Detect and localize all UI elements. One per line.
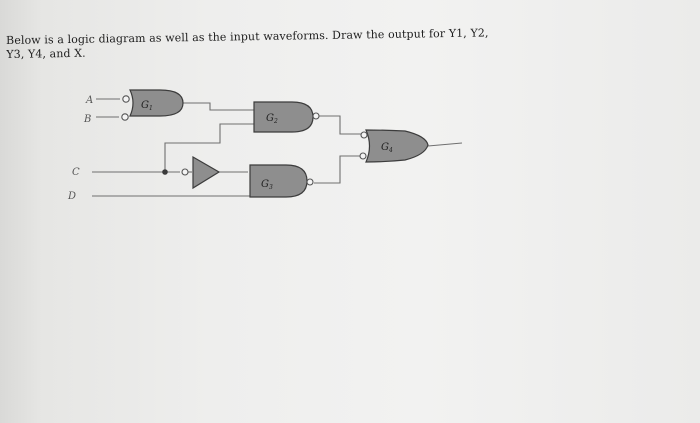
- g1-input-bubble-a: [122, 95, 130, 103]
- buffer-gate: [192, 155, 221, 190]
- wire-g4-output: [427, 142, 463, 147]
- input-label-d: D: [67, 191, 76, 202]
- gate-label-g4: G4: [381, 142, 393, 154]
- input-label-b: B: [83, 114, 91, 125]
- g4-input-bubble-bottom: [359, 152, 367, 160]
- gate-label-g2: G2: [266, 113, 278, 125]
- g1-input-bubble-b: [121, 113, 129, 121]
- gate-g4: [365, 129, 429, 163]
- wire-c-branch: [164, 123, 254, 172]
- buffer-input-bubble: [181, 168, 189, 176]
- g4-input-bubble-top: [360, 131, 368, 139]
- wire-g3-to-g4: [314, 155, 362, 184]
- gate-label-g1: G1: [141, 100, 153, 112]
- gate-g2: [253, 101, 314, 133]
- gate-g3: [249, 164, 308, 198]
- junction-dot-c: [162, 169, 168, 175]
- wire-g1-to-g2: [183, 102, 254, 111]
- wire-g2-to-g4: [318, 115, 365, 135]
- gate-label-g3: G3: [261, 179, 273, 191]
- input-label-c: C: [72, 167, 80, 178]
- input-label-a: A: [85, 95, 93, 106]
- g2-output-bubble: [312, 112, 320, 120]
- gate-g1: [129, 89, 184, 117]
- g3-output-bubble: [306, 178, 314, 186]
